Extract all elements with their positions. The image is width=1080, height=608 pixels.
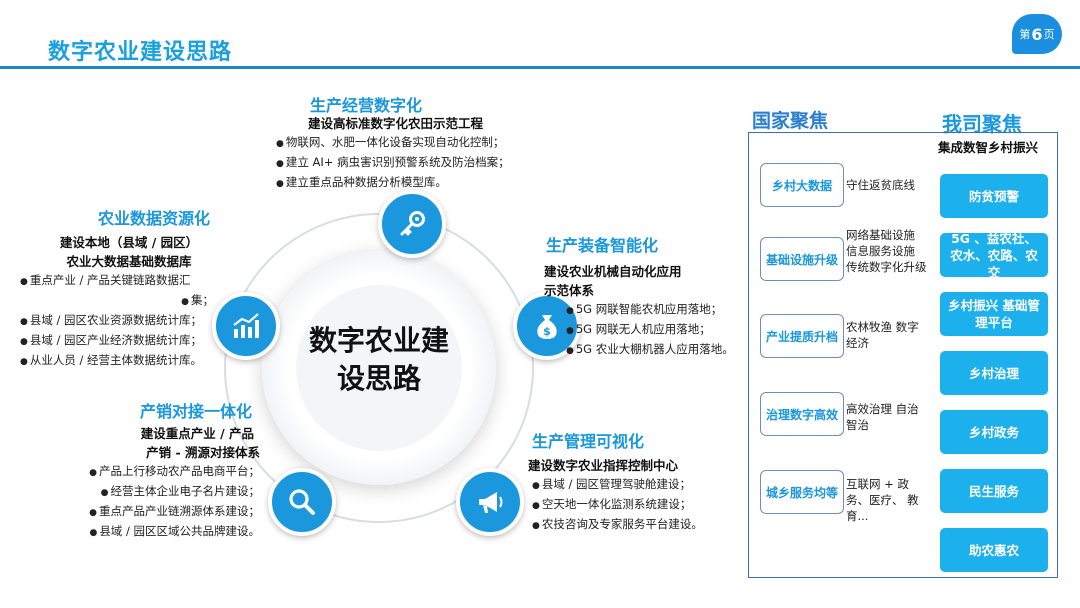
list-item: 县域 / 园区管理驾驶舱建设； [532,475,703,495]
national-item-text: 网络基础设施 信息服务设施 传统数字化升级 [846,228,927,274]
company-focus-subtitle: 集成数智乡村振兴 [938,140,1039,155]
list-item: 农技咨询及专家服务平台建设。 [532,515,703,535]
section-title: 生产装备智能化 [546,236,659,255]
national-item-label: 城乡服务均等 [760,470,844,514]
list-item: 从业人员 / 经营主体数据统计库。 [20,351,238,371]
national-item-text: 农林牧渔 数字经济 [846,320,919,350]
section-equipment-body: 建设农业机械自动化应用 示范体系 5G 网联智能农机应用落地； 5G 网联无人机… [544,262,734,360]
section-subtitle: 建设本地（县域 / 园区） [59,235,199,250]
list-item: 5G 网联智能农机应用落地； [566,300,734,320]
company-item: 防贫预警 [940,174,1048,218]
search-icon [268,468,336,536]
list-item: 经营主体企业电子名片建设； [60,482,261,502]
list-item: 重点产品产业链溯源体系建设； [60,502,260,522]
section-title: 生产管理可视化 [532,432,645,451]
header-divider [0,66,1080,69]
company-item: 助农惠农 [940,528,1048,572]
national-item-label: 产业提质升档 [760,314,844,358]
national-item-text: 守住返贫底线 [846,178,915,192]
section-data: 农业数据资源化 [98,205,210,229]
national-item-label: 乡村大数据 [760,163,844,207]
company-item: 民生服务 [940,469,1048,513]
list-item: 县域 / 园区产业经济数据统计库； [20,331,238,351]
section-title: 生产经营数字化 [310,96,423,115]
megaphone-icon [456,468,524,536]
list-item: 产品上行移动农产品电商平台； [60,462,260,482]
list-item-cont: 集； [20,291,238,311]
section-title: 产销对接一体化 [140,402,253,421]
company-item: 乡村政务 [940,410,1048,454]
section-subtitle: 建设高标准数字化农田示范工程 [308,116,484,131]
section-subtitle: 建设重点产业 / 产品 [140,426,254,441]
center-title: 数字农业建 设思路 [308,324,449,395]
section-equipment: 生产装备智能化 [546,232,658,256]
national-item-label: 基础设施升级 [760,237,844,281]
list-item: 建立 AI+ 病虫害识别预警系统及防治档案； [276,153,510,173]
list-item: 物联网、水肥一体化设备实现自动化控制； [276,133,510,153]
national-item-label: 治理数字高效 [760,392,844,436]
section-production-body: 建设高标准数字化农田示范工程 物联网、水肥一体化设备实现自动化控制； 建立 AI… [286,114,510,193]
page-title: 数字农业建设思路 [48,40,233,65]
list-item: 5G 农业大棚机器人应用落地。 [566,340,734,360]
company-item: 5G 、益农社、农水、农路、农交 [940,231,1048,280]
focus-panel [748,132,1058,578]
list-item: 重点产业 / 产品关键链路数据汇 [20,271,238,291]
company-item: 乡村治理 [940,351,1048,395]
center-circle [296,285,462,451]
list-item: 县域 / 园区农业资源数据统计库； [20,311,238,331]
national-item-text: 互联网 + 政 务、医疗、 教育... [846,477,919,523]
section-subtitle: 示范体系 [544,283,595,298]
section-subtitle: 建设数字农业指挥控制中心 [528,458,679,473]
section-marketing-body: 建设重点产业 / 产品 产销 - 溯源对接体系 产品上行移动农产品电商平台； 经… [60,424,260,542]
section-management-body: 建设数字农业指挥控制中心 县域 / 园区管理驾驶舱建设； 空天地一体化监测系统建… [528,456,703,535]
list-item: 5G 网联无人机应用落地； [566,320,734,340]
list-item: 县域 / 园区区域公共品牌建设。 [60,522,260,542]
svg-text:$: $ [543,325,551,338]
national-item-text: 高效治理 自治智治 [846,402,919,432]
section-management: 生产管理可视化 [532,428,644,452]
section-marketing: 产销对接一体化 [140,398,252,422]
section-data-body: 建设本地（县域 / 园区） 农业大数据基础数据库 重点产业 / 产品关键链路数据… [20,233,238,371]
section-subtitle: 建设农业机械自动化应用 [544,264,682,279]
list-item: 建立重点品种数据分析模型库。 [276,173,510,193]
section-title: 农业数据资源化 [98,209,211,228]
section-subtitle: 农业大数据基础数据库 [66,254,192,269]
company-item: 乡村振兴 基础管理平台 [940,292,1048,336]
section-production: 生产经营数字化 [310,92,422,116]
key-icon [378,190,446,258]
list-item: 空天地一体化监测系统建设； [532,495,703,515]
section-subtitle: 产销 - 溯源对接体系 [146,445,260,460]
national-focus-heading: 国家聚焦 [752,110,829,132]
